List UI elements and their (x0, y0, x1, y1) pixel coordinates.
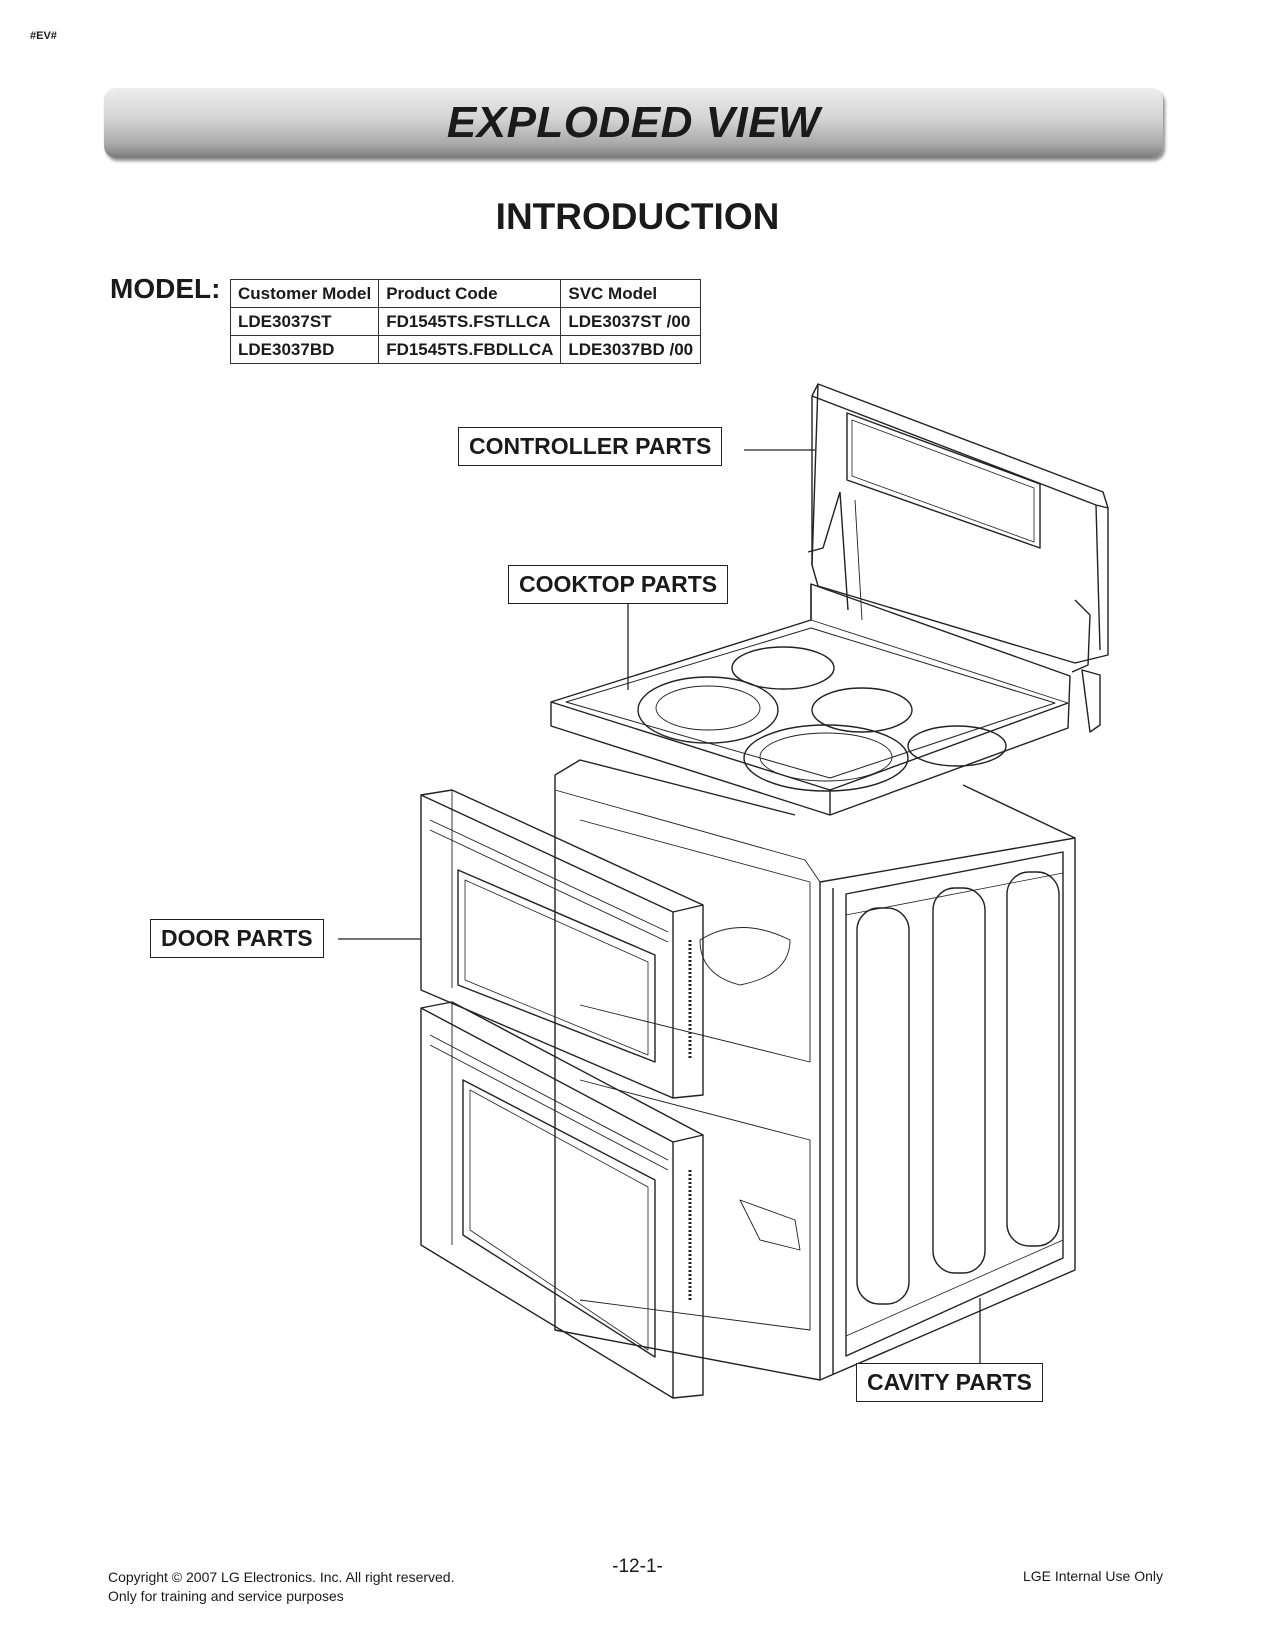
page-number: -12-1- (612, 1556, 663, 1577)
upper-door-drawing (420, 789, 704, 1099)
callout-door-parts: DOOR PARTS (150, 919, 324, 958)
section-title: INTRODUCTION (495, 196, 780, 237)
cell-product-code: FD1545TS.FSTLLCA (378, 307, 562, 336)
table-header-row: Customer Model Product Code SVC Model (229, 279, 702, 308)
footer-purpose: Only for training and service purposes (108, 1588, 344, 1604)
model-label: MODEL: (110, 273, 221, 304)
title-banner: EXPLODED VIEW (104, 88, 1163, 158)
model-table: Customer Model Product Code SVC Model LD… (229, 279, 702, 364)
cell-customer-model: LDE3037BD (229, 335, 380, 364)
document-tag: #EV# (30, 30, 57, 42)
header-customer-model: Customer Model (229, 279, 380, 308)
cooktop-drawing (550, 583, 1071, 816)
controller-panel-drawing (807, 383, 1109, 733)
cell-product-code: FD1545TS.FBDLLCA (378, 335, 562, 364)
footer-left: Copyright © 2007 LG Electronics. Inc. Al… (108, 1568, 454, 1606)
table-row: LDE3037BD FD1545TS.FBDLLCA LDE3037BD /00 (229, 335, 702, 364)
callout-cavity-parts: CAVITY PARTS (856, 1363, 1043, 1402)
cell-svc-model: LDE3037BD /00 (560, 335, 702, 364)
cell-svc-model: LDE3037ST /00 (560, 307, 702, 336)
leader-lines (338, 449, 981, 1364)
callout-controller-parts: CONTROLLER PARTS (458, 427, 723, 466)
cavity-drawing (554, 759, 1076, 1381)
banner-title: EXPLODED VIEW (446, 98, 821, 147)
footer-copyright: Copyright © 2007 LG Electronics. Inc. Al… (108, 1569, 455, 1585)
table-row: LDE3037ST FD1545TS.FSTLLCA LDE3037ST /00 (229, 307, 702, 336)
footer-internal: LGE Internal Use Only (1022, 1568, 1163, 1584)
callout-cooktop-parts: COOKTOP PARTS (508, 565, 729, 604)
lower-door-drawing (420, 1001, 704, 1399)
header-product-code: Product Code (378, 279, 562, 308)
